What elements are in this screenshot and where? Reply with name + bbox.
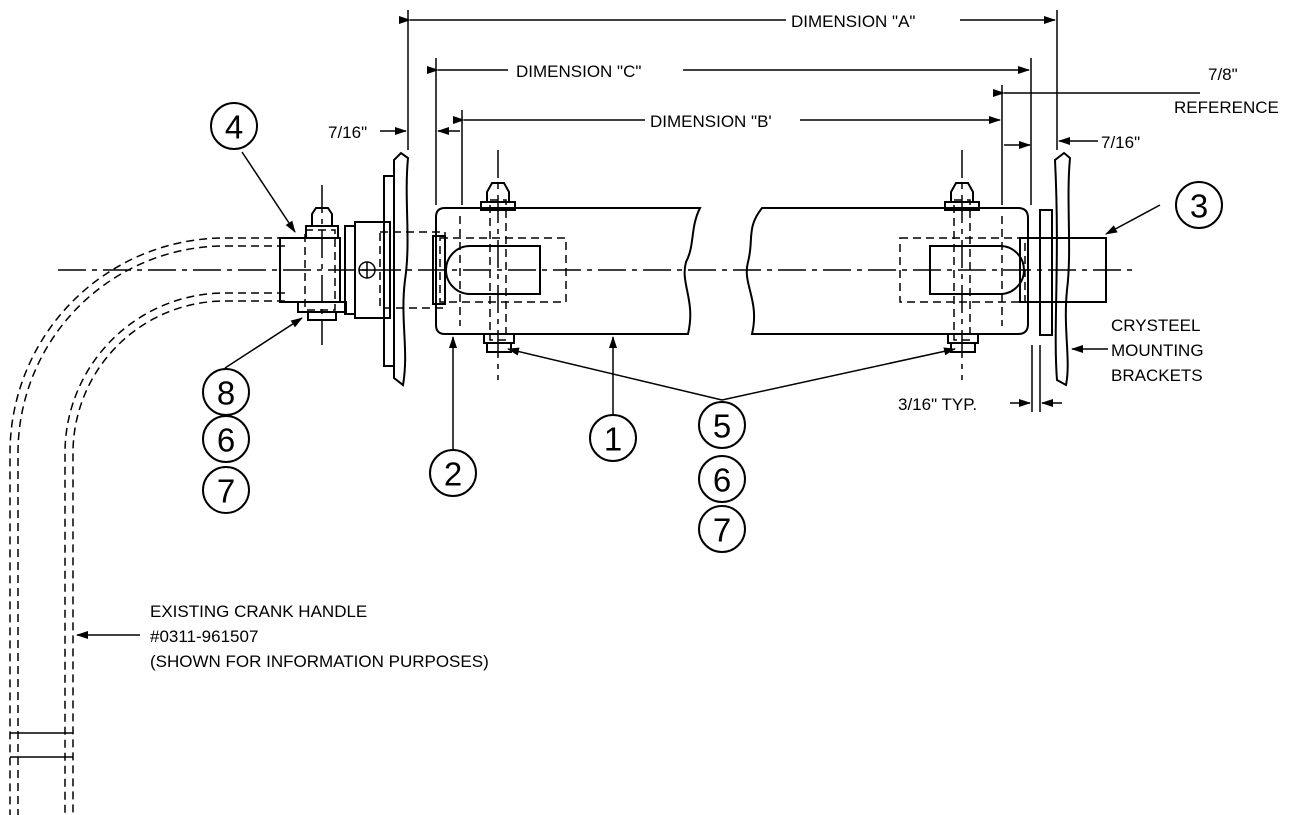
balloon-2: 2 (429, 449, 477, 497)
crank-note-line-1: EXISTING CRANK HANDLE (150, 602, 367, 621)
crank-note-line-3: (SHOWN FOR INFORMATION PURPOSES) (150, 652, 489, 671)
balloon-4: 4 (210, 102, 258, 150)
svg-text:6: 6 (217, 422, 235, 459)
svg-text:6: 6 (713, 462, 731, 499)
svg-text:5: 5 (713, 408, 731, 445)
dimension-b-label: DIMENSION "B' (650, 112, 772, 131)
svg-text:7: 7 (713, 512, 731, 549)
svg-text:4: 4 (225, 109, 243, 146)
collar-assembly (279, 185, 446, 345)
reference-value: 7/8" (1208, 65, 1238, 84)
svg-text:8: 8 (217, 375, 235, 412)
right-mounting-bracket (1039, 151, 1072, 387)
balloon-3: 3 (1175, 181, 1223, 229)
brackets-note-line-3: BRACKETS (1111, 366, 1203, 385)
typical-gap-label: 3/16" TYP. (898, 395, 977, 414)
tube-right (745, 150, 1107, 380)
balloon-6-left: 6 (202, 415, 250, 463)
brackets-note-line-1: CRYSTEEL (1111, 316, 1200, 335)
balloon-3-text: 3 (1190, 188, 1208, 225)
right-gap-label: 7/16" (1101, 133, 1140, 152)
crank-handle (9, 237, 285, 815)
balloon-1: 1 (589, 414, 637, 462)
reference-label: REFERENCE (1174, 98, 1279, 117)
svg-text:1: 1 (604, 421, 622, 458)
balloon-8: 8 (202, 368, 250, 416)
brackets-note-line-2: MOUNTING (1111, 341, 1204, 360)
balloon-7-left: 7 (202, 466, 250, 514)
crank-note-line-2: #0311-961507 (150, 627, 258, 646)
balloon-6-right: 6 (698, 455, 746, 503)
leader-lines (76, 151, 1161, 639)
dimension-lines (380, 10, 1200, 412)
dimension-a-label: DIMENSION "A" (791, 12, 915, 31)
dimension-c-label: DIMENSION "C" (516, 62, 641, 81)
left-gap-label: 7/16" (328, 123, 367, 142)
svg-text:2: 2 (444, 456, 462, 493)
balloon-5: 5 (698, 401, 746, 449)
left-mounting-bracket (383, 151, 410, 387)
tube-left (435, 150, 702, 380)
svg-text:7: 7 (217, 473, 235, 510)
balloon-7-right: 7 (698, 505, 746, 553)
